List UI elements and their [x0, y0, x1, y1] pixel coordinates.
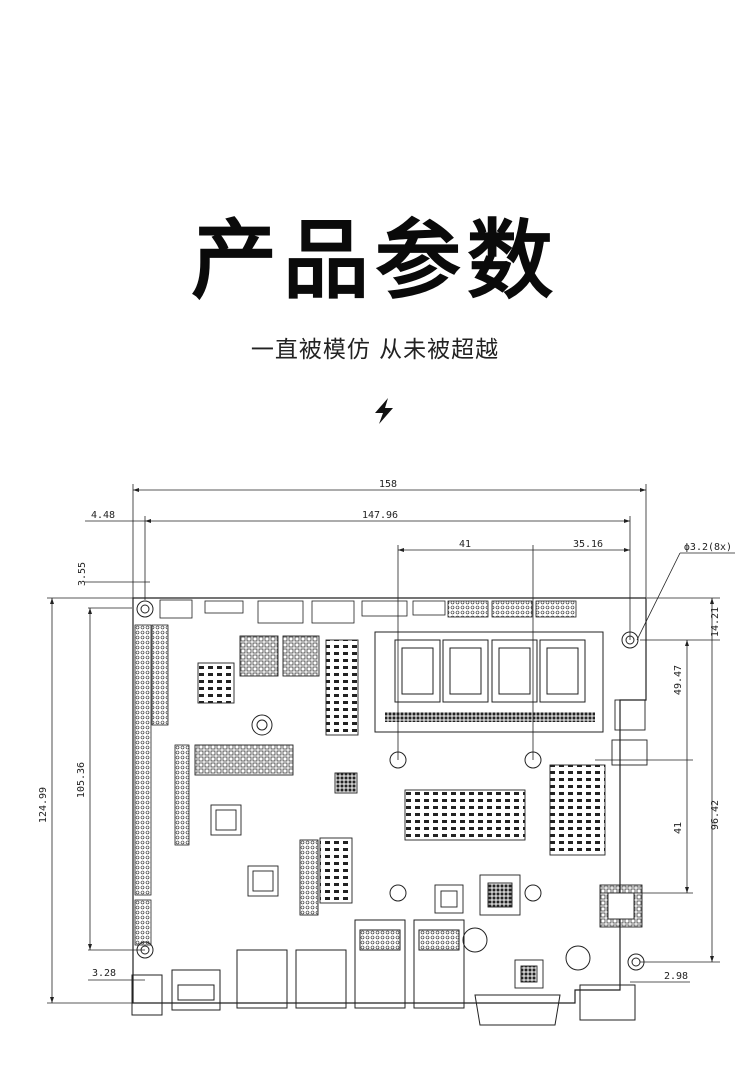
dim-bottom-right: 2.98 [664, 971, 688, 982]
dim-left-inner-height: 105.36 [76, 762, 87, 798]
dim-left-offset: 4.48 [91, 510, 115, 521]
page-subtitle: 一直被模仿 从未被超越 [250, 337, 500, 363]
dim-hole-diameter: ϕ3.2(8x) [684, 542, 732, 553]
dim-right-lower: 41 [673, 822, 684, 834]
page-title: 产品参数 [191, 211, 559, 311]
dim-right-mid: 49.47 [673, 665, 684, 695]
dim-left-total-height: 124.99 [38, 787, 49, 823]
dim-hole-span-width: 147.96 [362, 510, 398, 521]
dim-overall-width: 158 [379, 479, 397, 490]
dim-right-top: 14.21 [710, 607, 721, 637]
dim-slot-offset: 41 [459, 539, 471, 550]
lightning-bolt-icon [375, 398, 393, 424]
dim-top-offset: 3.55 [77, 562, 88, 586]
dim-slot-width: 35.16 [573, 539, 603, 550]
dim-bottom-left: 3.28 [92, 968, 116, 979]
dim-right-span: 96.42 [710, 800, 721, 830]
board-dimension-drawing: 158 147.96 4.48 41 35.16 ϕ3.2(8x) 3.55 1… [38, 479, 735, 1026]
